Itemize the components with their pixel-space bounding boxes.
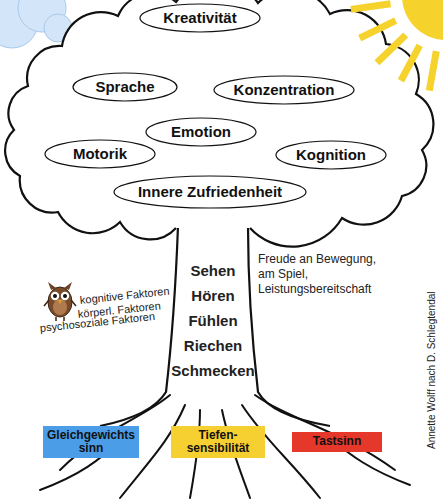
node-label: Konzentration xyxy=(234,81,335,99)
sun-ray xyxy=(377,35,406,63)
node-label: Tiefen- sensibilität xyxy=(173,429,263,455)
tree-roots xyxy=(40,395,410,498)
ellipse-node: Kognition xyxy=(275,140,387,170)
ellipse-node: Konzentration xyxy=(213,75,355,105)
box-node: Tiefen- sensibilität xyxy=(171,426,265,458)
tree-crown xyxy=(5,0,433,247)
node-label: Motorik xyxy=(73,145,127,163)
author-credit: Annette Wolff nach D. Schlegtendal xyxy=(426,291,439,449)
owl-icon xyxy=(44,282,76,321)
ellipse-node: Emotion xyxy=(145,117,257,147)
sense-label: Hören xyxy=(191,287,234,306)
sense-label: Fühlen xyxy=(188,312,237,331)
node-label: Kognition xyxy=(296,146,366,164)
sense-label: Sehen xyxy=(190,262,235,281)
box-node: Tastsinn xyxy=(292,432,382,452)
cloud xyxy=(0,0,72,48)
ellipse-node: Kreativität xyxy=(139,3,261,33)
node-label: Kreativität xyxy=(163,9,236,27)
node-label: Innere Zufriedenheit xyxy=(138,183,282,201)
ellipse-node: Motorik xyxy=(44,139,156,169)
node-label: Tastsinn xyxy=(294,435,380,448)
sun-ray xyxy=(429,51,436,90)
ellipse-node: Innere Zufriedenheit xyxy=(113,175,307,209)
ellipse-node: Sprache xyxy=(72,72,178,102)
sun-ray xyxy=(360,21,396,39)
node-label: Gleichgewichts sinn xyxy=(45,429,137,455)
sense-label: Riechen xyxy=(184,337,242,356)
sun xyxy=(351,0,443,91)
node-label: Sprache xyxy=(95,78,154,96)
note-text: Freude an Bewegung, am Spiel, Leistungsb… xyxy=(258,252,386,297)
sun-ray xyxy=(401,45,420,80)
box-node: Gleichgewichts sinn xyxy=(43,426,139,458)
sense-label: Schmecken xyxy=(171,362,254,381)
sun-ray xyxy=(351,4,391,10)
node-label: Emotion xyxy=(171,123,231,141)
